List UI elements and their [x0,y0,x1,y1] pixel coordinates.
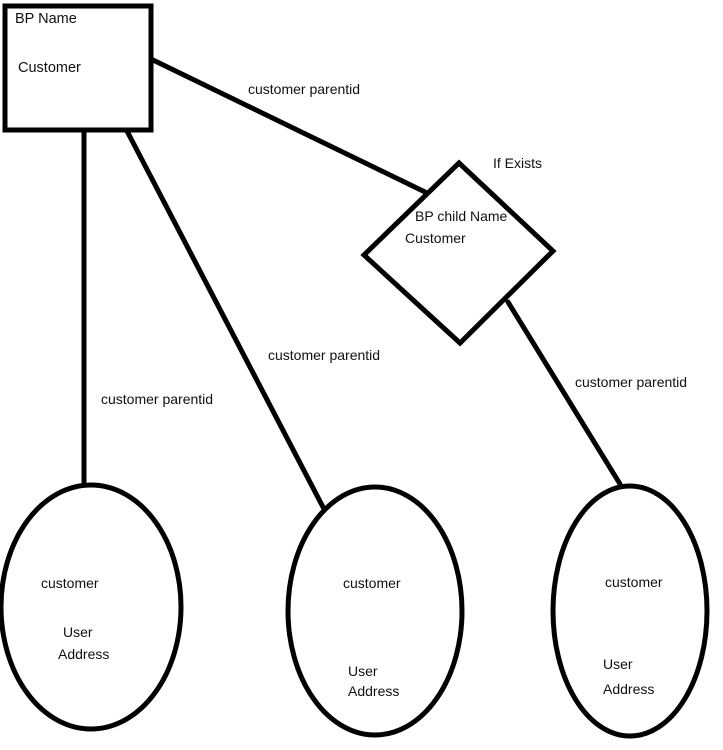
edge-label-root-to-leaf1: customer parentid [101,391,213,407]
leaf-2-title: customer [343,575,401,591]
leaf-3-line1: User [603,656,633,672]
leaf-entity-ellipse-3 [550,483,710,739]
child-entity-title: BP child Name [415,208,508,224]
leaf-entity-ellipse-2 [285,484,465,738]
edge-child-to-leaf3 [505,299,623,487]
leaf-2-line2: Address [348,683,399,699]
root-entity-box [2,3,154,133]
root-entity-subtitle: Customer [18,60,81,76]
leaf-2-line1: User [348,663,378,679]
child-entity-subtitle: Customer [405,230,466,246]
root-entity-title: BP Name [15,11,77,27]
leaf-1-title: customer [41,575,99,591]
edge-label-child-to-leaf3: customer parentid [575,374,687,390]
leaf-1-line1: User [63,624,93,640]
edge-root-to-child [150,57,428,195]
edge-label-root-to-leaf2: customer parentid [268,347,380,363]
child-entity-condition: If Exists [493,155,542,171]
leaf-entity-ellipse-1 [0,482,184,732]
edge-label-root-to-child: customer parentid [248,81,360,97]
leaf-1-line2: Address [58,646,109,662]
leaf-3-line2: Address [603,681,654,697]
leaf-3-title: customer [605,574,663,590]
edge-root-to-leaf2 [124,128,327,512]
child-entity-diamond [360,159,557,347]
